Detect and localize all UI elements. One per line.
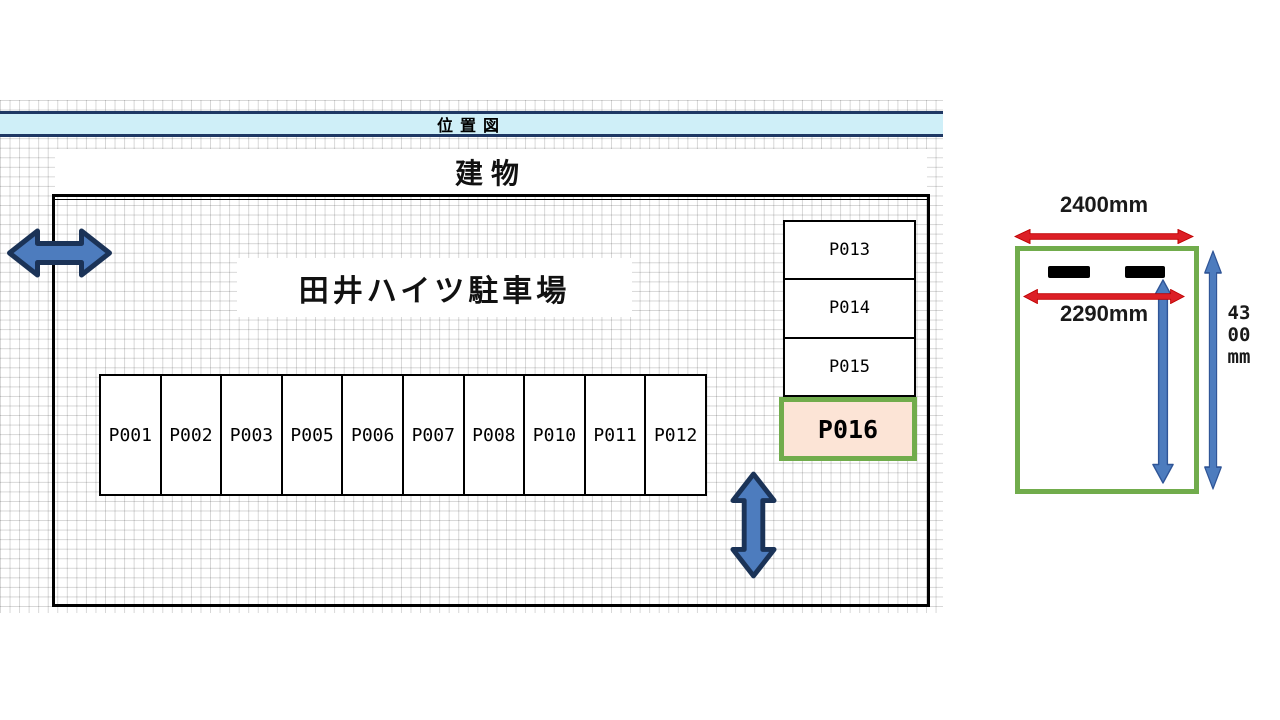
- parking-space-highlighted: P016: [779, 397, 917, 461]
- parking-space: P012: [644, 376, 705, 494]
- parking-lot-outline: [52, 194, 930, 607]
- inner-width-arrow-icon: [1023, 289, 1185, 304]
- parking-space: P013: [829, 240, 870, 261]
- parking-space: P007: [401, 376, 463, 494]
- stall-height-label: 4300mm: [1227, 302, 1251, 368]
- wheel-stop-bar: [1125, 266, 1165, 278]
- parking-space: P006: [341, 376, 402, 494]
- double-arrow-horizontal-icon: [7, 228, 112, 278]
- parking-space: P015: [785, 336, 914, 395]
- stall-inner-width-label: 2290mm: [1059, 301, 1149, 326]
- parking-space: P011: [583, 376, 645, 494]
- stall-outline: [1015, 246, 1199, 494]
- page-title: 位置図: [436, 116, 506, 135]
- parking-space: P005: [280, 376, 342, 494]
- lot-name: 田井ハイツ駐車場: [298, 273, 571, 309]
- parking-space: P002: [159, 376, 221, 494]
- lot-name-box: 田井ハイツ駐車場: [237, 258, 632, 317]
- parking-row: P001 P002 P003 P005 P006 P007 P008 P010 …: [99, 374, 707, 496]
- parking-space: P008: [462, 376, 524, 494]
- outline-inner-line: [55, 199, 927, 200]
- wheel-stop-bar: [1048, 266, 1090, 278]
- width-arrow-icon: [1014, 229, 1194, 244]
- parking-space: P010: [523, 376, 584, 494]
- parking-space: P001: [108, 424, 152, 446]
- double-arrow-vertical-icon: [730, 471, 777, 579]
- building-band: 建物: [55, 149, 927, 194]
- stall-height-arrow-icon: [1204, 250, 1222, 490]
- parking-column: P013 P014 P015: [783, 220, 916, 397]
- building-label: 建物: [454, 156, 527, 190]
- parking-space: P003: [220, 376, 281, 494]
- parking-space: P014: [785, 278, 914, 336]
- title-banner: 位置図: [0, 111, 943, 137]
- stall-width-label: 2400mm: [1059, 192, 1149, 217]
